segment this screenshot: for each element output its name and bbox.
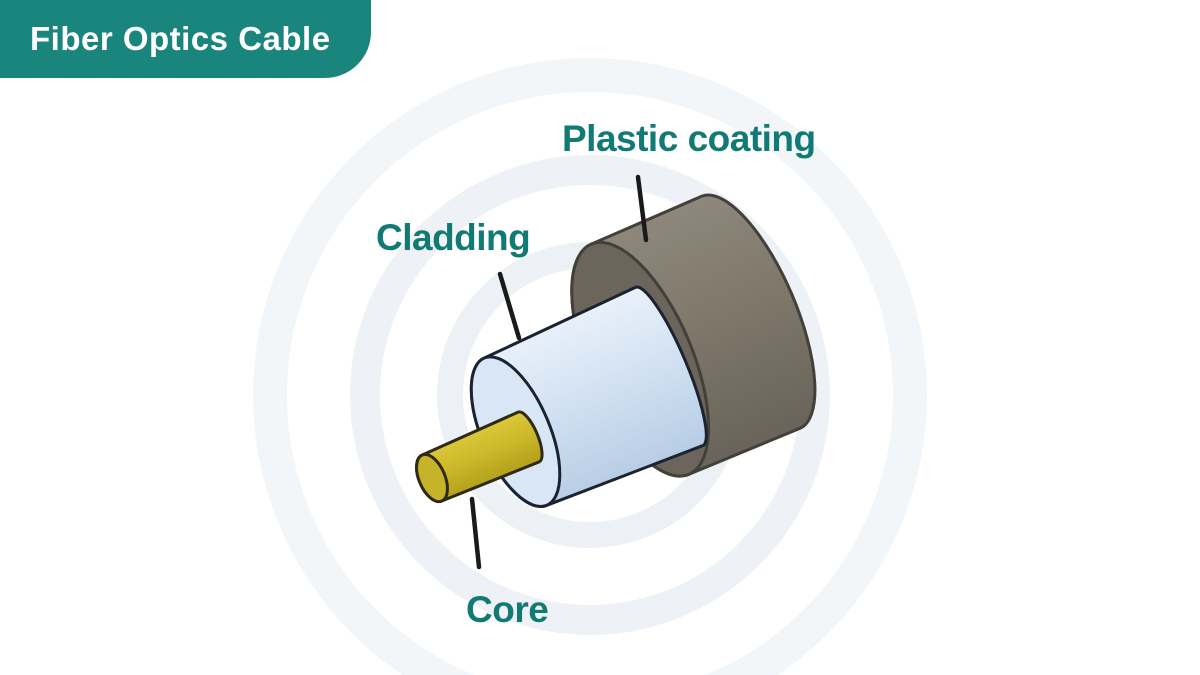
leader-lines [469, 174, 649, 570]
page-title: Fiber Optics Cable [30, 20, 331, 57]
leader-line-cladding [497, 271, 522, 341]
core-front-face [415, 452, 449, 504]
label-plastic-coating: Plastic coating [562, 118, 816, 159]
leader-line-core [469, 496, 482, 570]
label-core: Core [466, 589, 549, 630]
leader-line-plastic-coating [635, 174, 649, 243]
watermark-ring-outer [253, 58, 927, 675]
cable-group [415, 193, 817, 509]
label-cladding: Cladding [376, 217, 531, 258]
header-badge: Fiber Optics Cable [0, 0, 371, 78]
